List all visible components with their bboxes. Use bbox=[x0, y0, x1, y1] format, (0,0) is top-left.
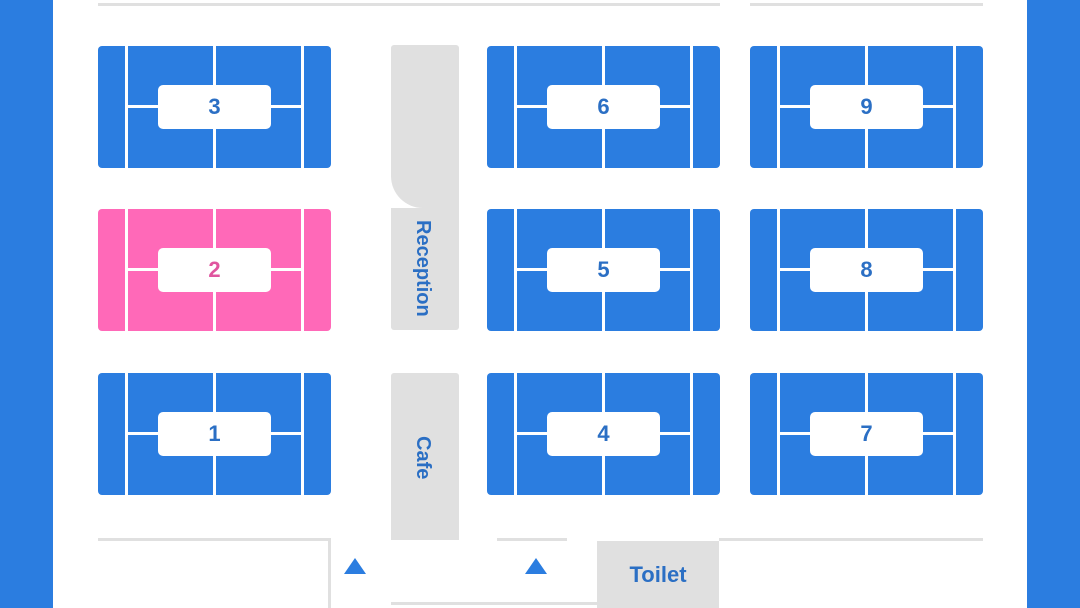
court-5[interactable]: 5 bbox=[487, 209, 720, 331]
bottom-wall-middle bbox=[497, 538, 567, 541]
court-line bbox=[125, 209, 128, 331]
court-line bbox=[301, 373, 304, 495]
court-line bbox=[953, 209, 956, 331]
court-line bbox=[690, 209, 693, 331]
court-line bbox=[953, 46, 956, 168]
toilet-area[interactable]: Toilet bbox=[597, 541, 719, 608]
court-line bbox=[514, 373, 517, 495]
entrance-floor-line bbox=[391, 602, 597, 605]
court-number: 5 bbox=[547, 248, 660, 292]
venue-floor-plan: 3 6 9 2 5 8 bbox=[53, 0, 1027, 608]
court-4[interactable]: 4 bbox=[487, 373, 720, 495]
top-wall-right bbox=[750, 3, 983, 6]
court-number: 7 bbox=[810, 412, 923, 456]
court-number: 3 bbox=[158, 85, 271, 129]
court-line bbox=[777, 373, 780, 495]
court-line bbox=[514, 209, 517, 331]
court-line bbox=[125, 46, 128, 168]
court-number: 6 bbox=[547, 85, 660, 129]
court-line bbox=[301, 46, 304, 168]
cafe-area[interactable] bbox=[391, 373, 459, 540]
court-2[interactable]: 2 bbox=[98, 209, 331, 331]
court-8[interactable]: 8 bbox=[750, 209, 983, 331]
court-7[interactable]: 7 bbox=[750, 373, 983, 495]
court-line bbox=[777, 46, 780, 168]
reception-corridor-notch bbox=[391, 170, 459, 208]
toilet-label: Toilet bbox=[629, 561, 687, 587]
up-arrow-icon[interactable] bbox=[344, 558, 366, 574]
court-6[interactable]: 6 bbox=[487, 46, 720, 168]
entrance-wall-left bbox=[328, 538, 331, 608]
court-9[interactable]: 9 bbox=[750, 46, 983, 168]
court-line bbox=[301, 209, 304, 331]
court-line bbox=[777, 209, 780, 331]
court-number: 8 bbox=[810, 248, 923, 292]
top-wall-left bbox=[98, 3, 720, 6]
court-line bbox=[690, 373, 693, 495]
court-1[interactable]: 1 bbox=[98, 373, 331, 495]
bottom-wall-right bbox=[719, 538, 983, 541]
court-line bbox=[690, 46, 693, 168]
court-number: 9 bbox=[810, 85, 923, 129]
cafe-label: Cafe bbox=[412, 436, 434, 480]
bottom-wall-left bbox=[98, 538, 331, 541]
court-line bbox=[125, 373, 128, 495]
reception-label: Reception bbox=[412, 220, 434, 317]
court-line bbox=[953, 373, 956, 495]
court-number: 4 bbox=[547, 412, 660, 456]
reception-upper-corridor bbox=[391, 45, 459, 173]
court-number: 2 bbox=[158, 248, 271, 292]
court-3[interactable]: 3 bbox=[98, 46, 331, 168]
court-line bbox=[514, 46, 517, 168]
up-arrow-icon[interactable] bbox=[525, 558, 547, 574]
reception-desk[interactable] bbox=[391, 208, 459, 330]
court-number: 1 bbox=[158, 412, 271, 456]
